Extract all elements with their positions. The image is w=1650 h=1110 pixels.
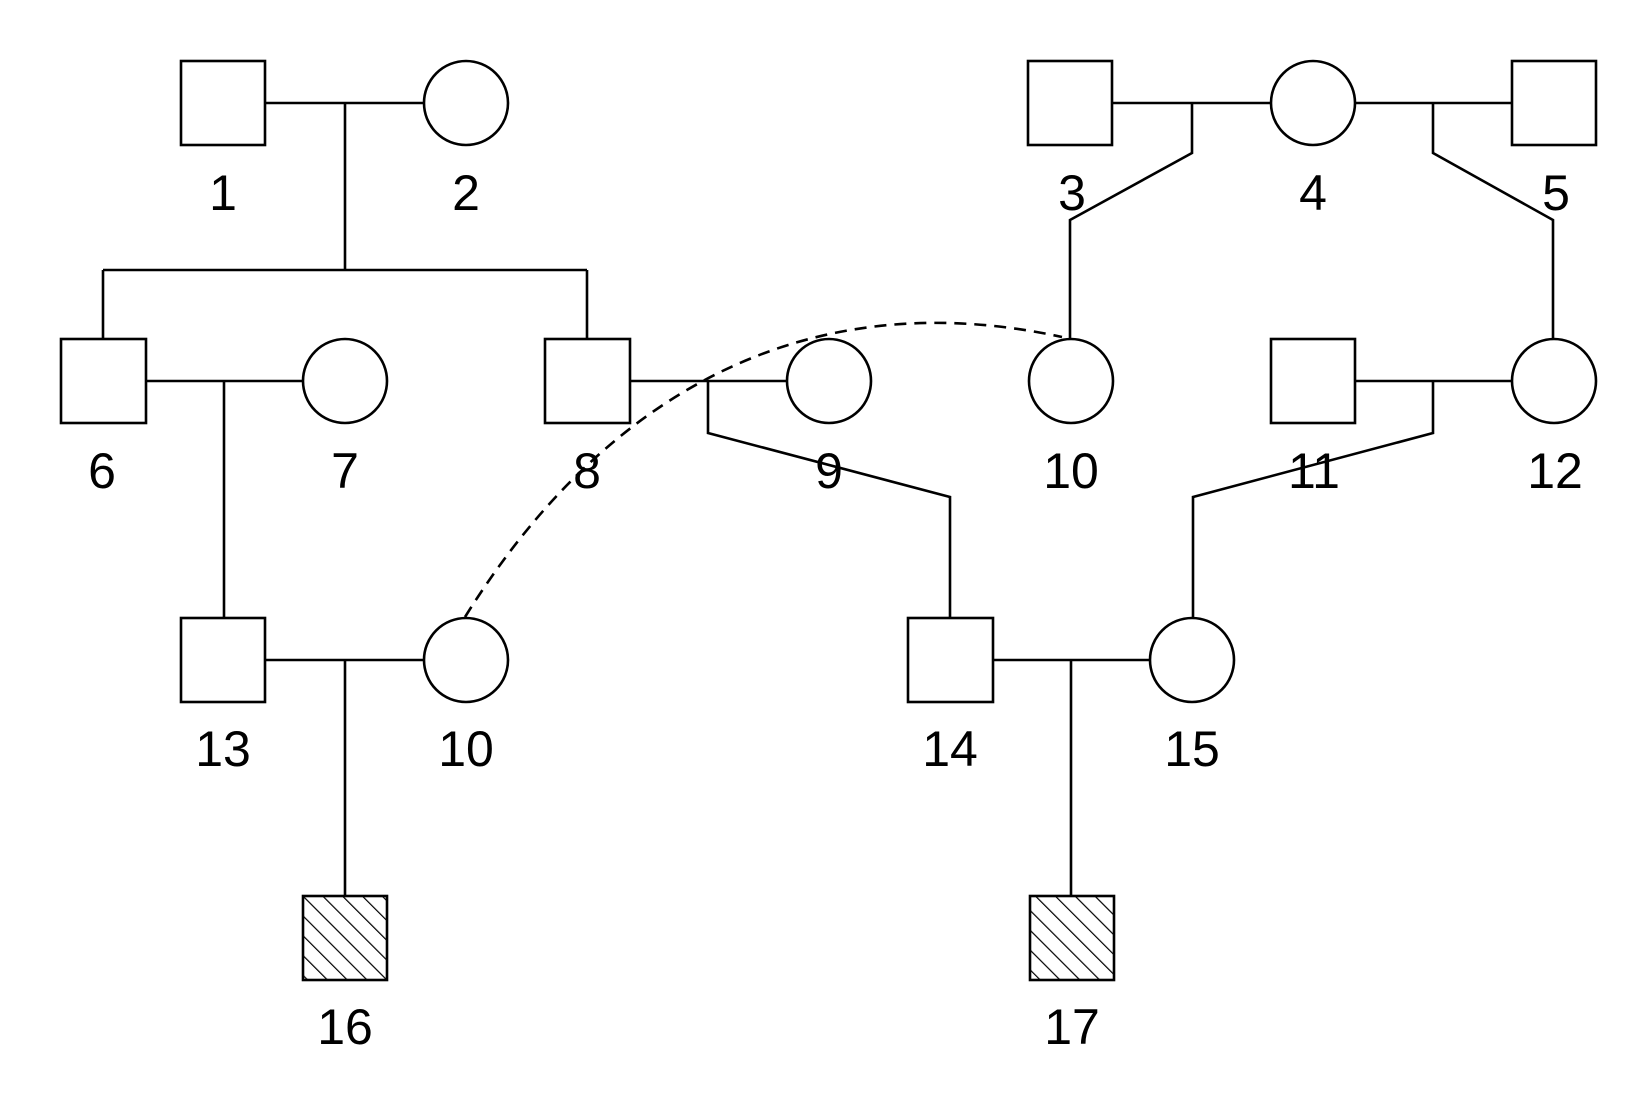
individual-1-label: 1 [209, 165, 237, 221]
individual-14-label: 14 [922, 721, 978, 777]
individual-2-label: 2 [452, 165, 480, 221]
individual-10-duplicate-label: 10 [438, 721, 494, 777]
individual-9-label: 9 [815, 443, 843, 499]
individual-12-label: 12 [1527, 443, 1583, 499]
individual-15-label: 15 [1164, 721, 1220, 777]
individual-17-symbol [1028, 894, 1116, 982]
individual-5-symbol [1510, 59, 1598, 147]
individual-10-symbol [1027, 337, 1115, 425]
individual-1-symbol [179, 59, 267, 147]
duplicate-individual-link [463, 321, 1063, 618]
individual-8-symbol [543, 337, 632, 425]
descent-line-11-12-to-15 [1191, 381, 1435, 617]
individual-10-duplicate-symbol [422, 616, 510, 704]
individual-10-label: 10 [1043, 443, 1099, 499]
individual-4-label: 4 [1299, 165, 1327, 221]
individual-11-symbol [1269, 337, 1357, 425]
pedigree-lines [101, 101, 1555, 896]
individual-2-symbol [422, 59, 510, 147]
individual-15-symbol [1148, 616, 1236, 704]
individual-6-symbol [59, 337, 148, 425]
individual-13-label: 13 [195, 721, 251, 777]
individual-5-label: 5 [1542, 165, 1570, 221]
descent-line-8-9-to-14 [706, 381, 952, 617]
individual-16-symbol [301, 894, 389, 982]
individual-16-label: 16 [317, 999, 373, 1055]
individual-7-label: 7 [331, 443, 359, 499]
individual-9-symbol [785, 337, 873, 425]
individual-6-label: 6 [88, 443, 116, 499]
individual-14-symbol [906, 616, 995, 704]
individuals [59, 59, 1598, 982]
individual-4-symbol [1269, 59, 1357, 147]
individual-8-label: 8 [573, 443, 601, 499]
individual-12-symbol [1510, 337, 1598, 425]
individual-labels: 1 2 3 4 5 6 7 8 9 10 11 12 13 10 14 15 1… [88, 165, 1583, 1055]
individual-7-symbol [301, 337, 389, 425]
individual-17-label: 17 [1044, 999, 1100, 1055]
individual-3-symbol [1026, 59, 1114, 147]
descent-line-4-5-to-12 [1431, 103, 1555, 338]
individual-3-label: 3 [1058, 165, 1086, 221]
individual-11-label: 11 [1288, 443, 1340, 499]
descent-line-3-4-to-10 [1068, 103, 1194, 338]
individual-13-symbol [179, 616, 267, 704]
